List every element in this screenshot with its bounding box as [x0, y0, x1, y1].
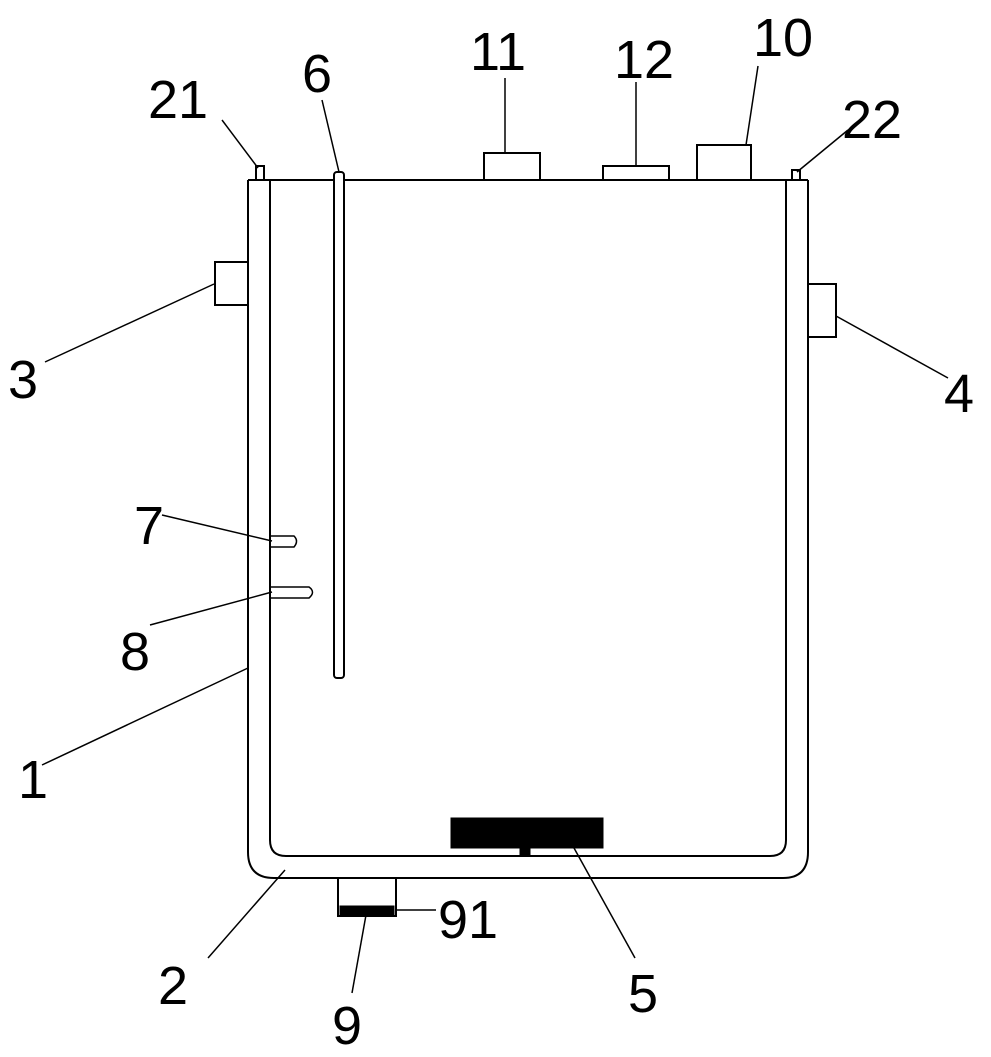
- left-lug: [255, 165, 265, 181]
- label-11: 11: [470, 22, 526, 82]
- left-side-port: [214, 261, 249, 306]
- outlet-filter: [339, 905, 395, 916]
- label-12: 12: [614, 30, 674, 90]
- label-5: 5: [628, 964, 658, 1024]
- upper-probe: [270, 535, 298, 548]
- lid-fitting-11: [483, 152, 541, 181]
- label-91: 91: [438, 890, 498, 950]
- vertical-rod: [333, 171, 345, 679]
- label-9: 9: [332, 996, 362, 1056]
- lid-fitting-10: [696, 144, 752, 181]
- label-4: 4: [944, 364, 974, 424]
- label-1: 1: [18, 750, 48, 810]
- vessel-outer-wall: [247, 180, 809, 879]
- label-2: 2: [158, 956, 188, 1016]
- label-3: 3: [8, 350, 38, 410]
- label-10: 10: [753, 8, 813, 68]
- lower-probe: [270, 586, 314, 599]
- label-6: 6: [302, 44, 332, 104]
- vessel-inner-wall: [269, 180, 787, 857]
- label-8: 8: [120, 622, 150, 682]
- label-7: 7: [134, 496, 164, 556]
- label-22: 22: [842, 90, 902, 150]
- label-21: 21: [148, 70, 208, 130]
- lid-fitting-12: [602, 165, 670, 181]
- bottom-element: [450, 817, 604, 849]
- right-lug: [791, 169, 801, 181]
- leader-lines: [41, 65, 949, 994]
- bottom-element-stem: [519, 847, 531, 857]
- right-side-port: [807, 283, 837, 338]
